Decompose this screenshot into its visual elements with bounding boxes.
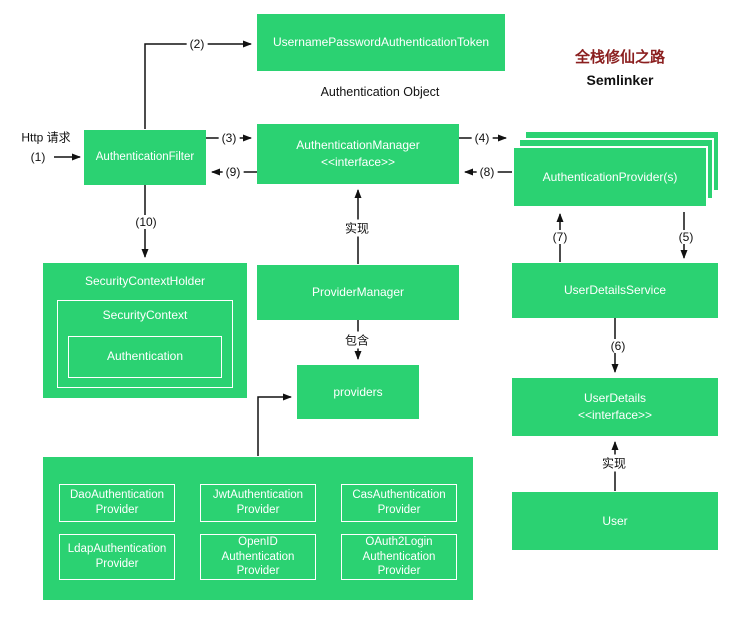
step7-label: (7): [549, 230, 571, 244]
jwt-authentication-provider-box: JwtAuthentication Provider: [200, 484, 316, 522]
authentication-provider-box: AuthenticationProvider(s): [512, 146, 708, 208]
security-context-holder-label: SecurityContextHolder: [84, 274, 206, 288]
authentication-manager-label: AuthenticationManager: [296, 138, 420, 153]
user-details-service-box: UserDetailsService: [512, 263, 718, 318]
security-context-holder-box: SecurityContextHolder: [43, 263, 247, 398]
contains-label: 包含: [341, 331, 373, 349]
arrow-step2: [144, 40, 252, 129]
http-request-label: Http 请求: [21, 130, 71, 145]
authentication-object-label: Authentication Object: [320, 85, 440, 99]
authentication-manager-box: AuthenticationManager <<interface>>: [257, 124, 459, 184]
cas-authentication-provider-box: CasAuthentication Provider: [341, 484, 457, 522]
user-details-service-label: UserDetailsService: [563, 283, 667, 298]
user-label: User: [602, 513, 628, 528]
provider-manager-label: ProviderManager: [311, 285, 405, 300]
username-password-authentication-token-label: UsernamePasswordAuthenticationToken: [272, 35, 490, 50]
authentication-filter-label: AuthenticationFilter: [95, 151, 195, 164]
watermark: 全栈修仙之路 Semlinker: [537, 47, 703, 90]
authentication-box: Authentication: [68, 336, 222, 378]
user-details-stereotype: <<interface>>: [577, 408, 653, 422]
providers-label: providers: [333, 384, 383, 399]
openid-authentication-provider-box: OpenID Authentication Provider: [200, 534, 316, 580]
arrow-providers-link: [257, 393, 292, 456]
step3-label: (3): [218, 131, 240, 145]
step10-label: (10): [132, 215, 160, 229]
implements-bottom-label: 实现: [598, 454, 630, 472]
step5-label: (5): [675, 230, 697, 244]
authentication-manager-stereotype: <<interface>>: [320, 155, 396, 169]
ldap-authentication-provider-box: LdapAuthentication Provider: [59, 534, 175, 580]
user-box: User: [512, 492, 718, 550]
step9-label: (9): [222, 165, 244, 179]
implements-top-label: 实现: [341, 219, 373, 237]
watermark-line2: Semlinker: [586, 71, 654, 88]
providers-box: providers: [297, 365, 419, 419]
authentication-filter-box: AuthenticationFilter: [84, 130, 206, 185]
security-context-label: SecurityContext: [102, 308, 188, 322]
step2-label: (2): [186, 37, 208, 51]
provider-manager-box: ProviderManager: [257, 265, 459, 320]
watermark-line1: 全栈修仙之路: [574, 49, 665, 66]
provider-implementations-container: [43, 457, 473, 600]
dao-authentication-provider-box: DaoAuthentication Provider: [59, 484, 175, 522]
authentication-label: Authentication: [106, 349, 184, 364]
username-password-authentication-token-box: UsernamePasswordAuthenticationToken: [257, 14, 505, 71]
step6-label: (6): [607, 339, 629, 353]
step4-label: (4): [471, 131, 493, 145]
security-context-box: SecurityContext: [57, 300, 233, 388]
user-details-box: UserDetails <<interface>>: [512, 378, 718, 436]
step1-label: (1): [27, 150, 49, 164]
authentication-provider-label: AuthenticationProvider(s): [542, 169, 678, 184]
oauth2-login-authentication-provider-box: OAuth2Login Authentication Provider: [341, 534, 457, 580]
user-details-label: UserDetails: [583, 391, 646, 406]
step8-label: (8): [476, 165, 498, 179]
